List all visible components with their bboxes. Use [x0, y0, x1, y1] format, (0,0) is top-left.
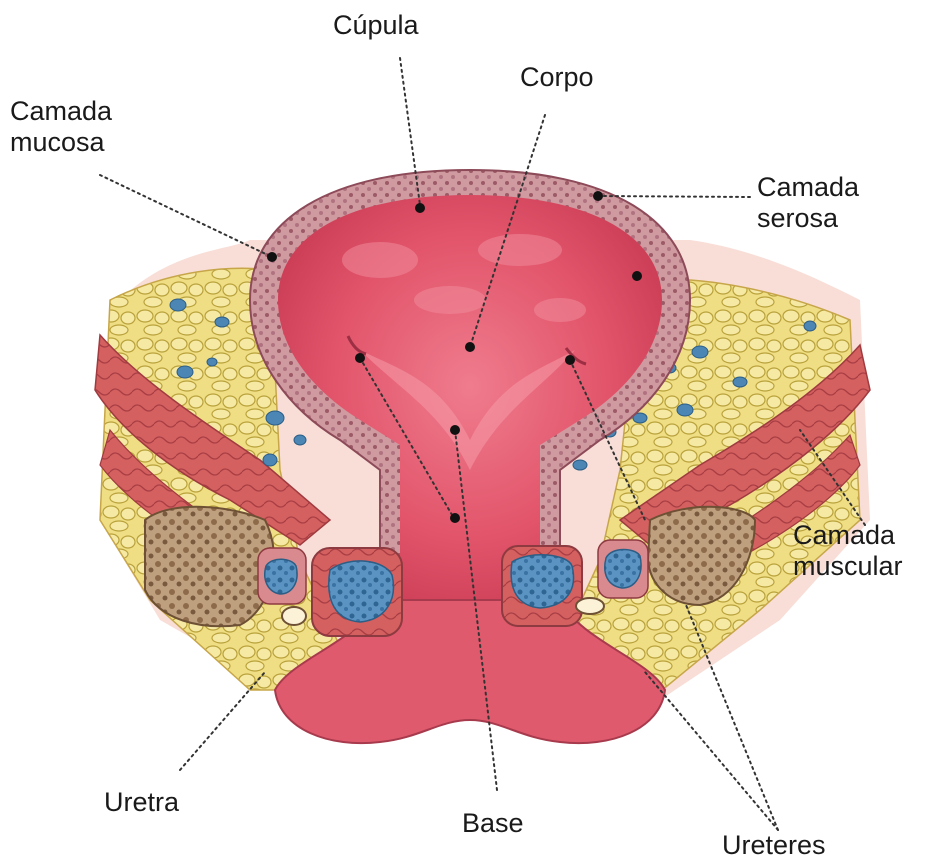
marker-corpo: [465, 342, 475, 352]
marker-camada-serosa: [593, 191, 603, 201]
marker-trigone: [450, 425, 460, 435]
label-camada-serosa: Camada serosa: [757, 172, 859, 234]
label-base: Base: [462, 808, 524, 839]
leader-camada-mucosa: [100, 175, 272, 257]
marker-neck: [450, 513, 460, 523]
leader-uretra: [180, 672, 265, 770]
marker-wall-right: [632, 271, 642, 281]
leader-camada-serosa: [598, 196, 750, 197]
marker-camada-mucosa: [267, 252, 277, 262]
label-cupula: Cúpula: [333, 10, 419, 41]
marker-ureter-opening-left: [355, 353, 365, 363]
label-camada-mucosa: Camada mucosa: [10, 96, 112, 158]
marker-cupula: [415, 203, 425, 213]
label-corpo: Corpo: [520, 62, 594, 93]
leader-ureteres-2: [645, 672, 778, 830]
label-uretra: Uretra: [104, 787, 179, 818]
label-ureteres: Ureteres: [722, 830, 826, 861]
marker-ureter-opening-right: [565, 355, 575, 365]
label-camada-muscular: Camada muscular: [793, 520, 903, 582]
